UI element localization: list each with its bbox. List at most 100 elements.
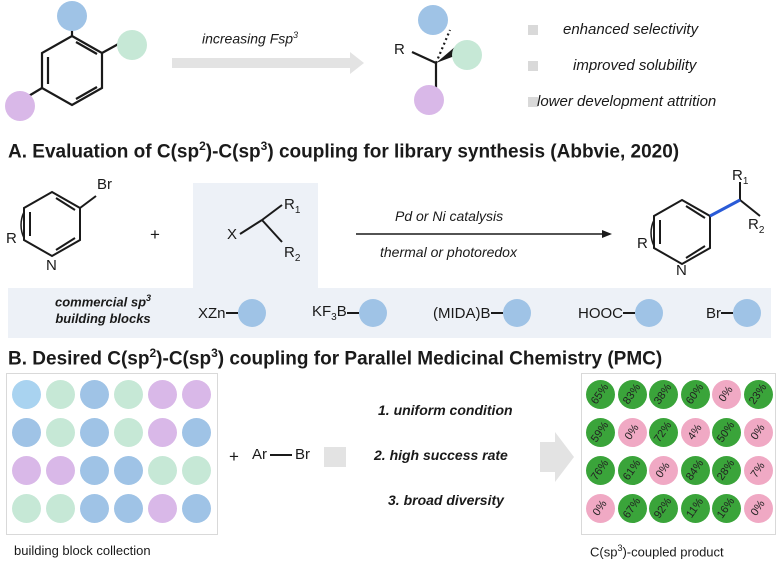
- fsp3-label: increasing Fsp3: [202, 30, 299, 47]
- bb-label: commercial sp3 building blocks: [54, 293, 152, 327]
- product-yield-circle: 83%: [617, 380, 647, 409]
- product-yield-circle: 59%: [586, 418, 615, 447]
- reactant-br: Br: [97, 176, 112, 193]
- product-yield-circle: 0%: [586, 494, 615, 523]
- building-block-circle: [12, 494, 41, 523]
- sub-purple-circle: [5, 91, 35, 121]
- reagent-x: X: [227, 226, 238, 243]
- benzene-ring: [21, 18, 123, 107]
- building-block-circle: [182, 418, 211, 447]
- product-yield-circle: 50%: [712, 418, 741, 447]
- product-yield-circle: 60%: [680, 380, 710, 409]
- building-block-circle: [114, 456, 143, 485]
- bullet-icon: [528, 97, 538, 107]
- product-yield-circle: 23%: [743, 380, 773, 409]
- building-block-circle: [12, 380, 41, 409]
- product-yield-circle: 0%: [649, 456, 678, 485]
- section-b-title: B. Desired C(sp2)-C(sp3) coupling for Pa…: [8, 346, 663, 370]
- building-block-circle: [182, 494, 211, 523]
- product-yield-circle: 0%: [743, 418, 773, 447]
- building-block-circle: [46, 380, 75, 409]
- product-yield-circle: 7%: [743, 456, 773, 485]
- building-block-circle: [148, 418, 177, 447]
- bb-br: Br: [706, 299, 761, 327]
- product-r2: R2: [748, 216, 765, 236]
- reagent-box: [193, 183, 318, 288]
- reagent-r2: R2: [284, 244, 301, 264]
- product-yield-circle: 16%: [712, 494, 741, 523]
- sp3-green-circle: [452, 40, 482, 70]
- product-yield-circle: 61%: [617, 456, 647, 485]
- criterion-1: 1. uniform condition: [378, 402, 513, 418]
- building-block-circle: [46, 418, 75, 447]
- sub-blue-circle: [57, 1, 87, 31]
- building-block-circle: [80, 418, 109, 447]
- building-block-circle: [80, 380, 109, 409]
- product-yield-circle: 0%: [617, 418, 647, 447]
- bb-circle: [733, 299, 761, 327]
- reactant-n: N: [46, 257, 57, 274]
- product-r1: R1: [732, 167, 749, 187]
- left-caption: building block collection: [14, 543, 151, 558]
- building-block-circle: [80, 494, 109, 523]
- building-block-circle: [182, 380, 211, 409]
- plus-sign: +: [150, 225, 160, 244]
- top-r-label: R: [394, 41, 405, 58]
- building-block-circle: [114, 494, 143, 523]
- building-block-circle: [80, 456, 109, 485]
- plus-sign-b: +: [229, 447, 239, 466]
- product-yield-circle: 0%: [712, 380, 741, 409]
- building-block-circle: [46, 456, 75, 485]
- criterion-3: 3. broad diversity: [388, 492, 504, 508]
- product-yield-label: 0%: [748, 422, 768, 443]
- benefit-2: improved solubility: [573, 57, 697, 74]
- bb-mida: (MIDA)B: [433, 299, 531, 327]
- condition-bottom: thermal or photoredox: [380, 244, 517, 260]
- product-r: R: [637, 235, 648, 252]
- product-yield-circle: 67%: [617, 494, 647, 523]
- bullet-icon: [528, 61, 538, 71]
- sub-green-circle: [117, 30, 147, 60]
- building-block-circle: [148, 380, 177, 409]
- bb-circle: [358, 299, 387, 327]
- condition-top: Pd or Ni catalysis: [395, 208, 504, 224]
- product-yield-circle: 28%: [712, 456, 741, 485]
- product-yield-label: 0%: [748, 498, 768, 519]
- bromopyridine: [20, 190, 97, 258]
- building-block-circle: [46, 494, 75, 523]
- fsp3-arrow: [172, 52, 364, 74]
- reaction-arrow-head: [602, 230, 612, 238]
- pmc-arrow-tail: [324, 447, 346, 467]
- bullet-icon: [528, 25, 538, 35]
- top-scheme: [5, 1, 482, 121]
- reactant-r: R: [6, 230, 17, 247]
- benefit-1: enhanced selectivity: [563, 21, 699, 38]
- product-yield-circle: 65%: [586, 380, 615, 409]
- building-block-circle: [148, 456, 177, 485]
- bb-hooc: HOOC: [578, 299, 663, 327]
- bb-xzn: XZn: [198, 299, 266, 327]
- bb-circle: [237, 299, 266, 327]
- sp3-center: [411, 29, 452, 90]
- product-yield-label: 7%: [748, 460, 768, 481]
- benefit-3: lower development attrition: [537, 93, 717, 110]
- sp3-blue-circle: [418, 5, 448, 35]
- product-yield-circle: 11%: [680, 494, 710, 523]
- product-n: N: [676, 262, 687, 279]
- building-block-circle: [12, 418, 41, 447]
- product-yield-circle: 38%: [649, 380, 678, 409]
- alkyl-reagent: [239, 204, 283, 243]
- building-block-grid: [6, 373, 218, 535]
- reagent-r1: R1: [284, 196, 301, 216]
- building-block-circle: [182, 456, 211, 485]
- product-yield-label: 23%: [746, 381, 769, 407]
- criterion-2: 2. high success rate: [374, 447, 508, 463]
- product-yield-circle: 0%: [743, 494, 773, 523]
- product-pyridine: [650, 182, 761, 266]
- section-a-title: A. Evaluation of C(sp2)-C(sp3) coupling …: [8, 139, 680, 163]
- building-block-circle: [148, 494, 177, 523]
- pmc-arrow-head: [540, 432, 574, 482]
- building-block-circle: [12, 456, 41, 485]
- new-bond: [709, 198, 741, 218]
- reaction-a: [20, 182, 761, 266]
